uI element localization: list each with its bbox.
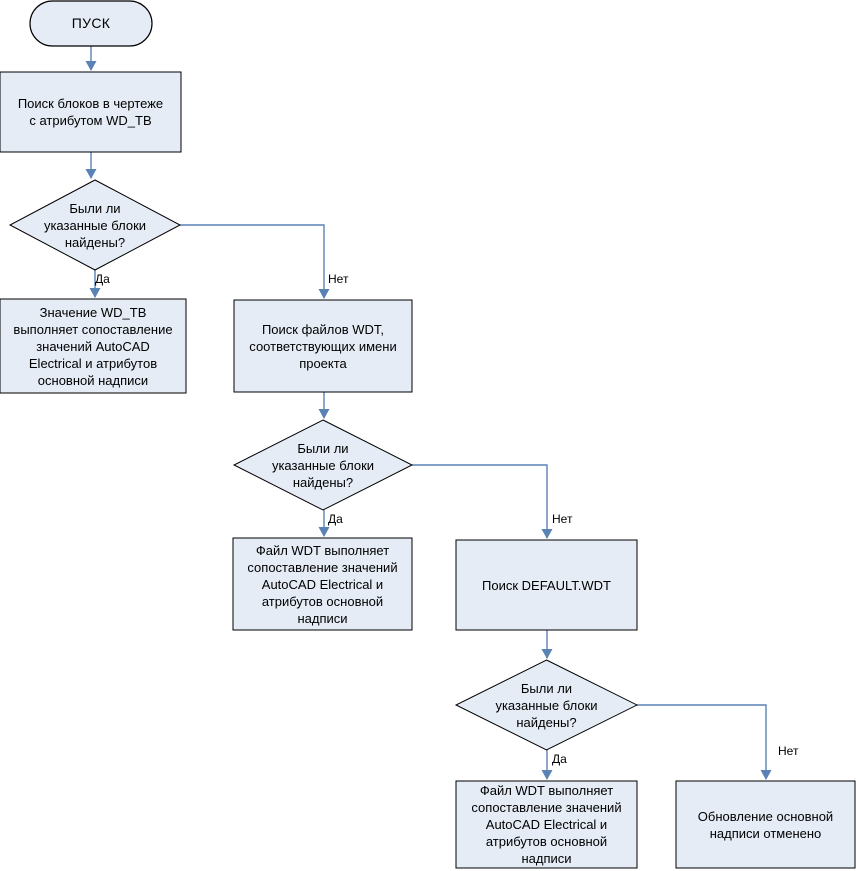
node-wdt-match-1[interactable] [232, 537, 413, 631]
connector-d3-no-edge [637, 704, 767, 779]
connector-d1-no-edge [180, 224, 325, 298]
node-decision-2[interactable] [232, 419, 414, 511]
edge-label-d2-yes: Да [328, 512, 343, 526]
arrowhead-search-to-d1 [85, 169, 97, 179]
arrowhead-d1-no-edge [318, 289, 330, 299]
arrowhead-d1-yes-edge [89, 288, 101, 298]
arrowhead-d3-no-edge [760, 770, 772, 780]
edge-label-d2-no: Нет [552, 512, 573, 526]
arrowhead-d2-no-edge [541, 529, 553, 539]
node-wdtb-match[interactable] [0, 298, 187, 394]
node-decision-1[interactable] [8, 179, 182, 271]
arrowhead-start-to-search [85, 61, 97, 71]
arrowhead-default-wdt-to-d3 [541, 649, 553, 659]
node-search-default-wdt[interactable] [455, 539, 638, 631]
connectors-group [85, 46, 772, 780]
node-decision-3[interactable] [454, 659, 639, 751]
arrowhead-d3-yes-edge [541, 770, 553, 780]
edge-label-d1-yes: Да [95, 272, 110, 286]
node-search-wdt-files[interactable] [233, 299, 413, 393]
node-start[interactable] [29, 0, 153, 47]
node-update-cancelled[interactable] [675, 780, 856, 869]
connector-d2-no-edge [412, 464, 548, 538]
edge-label-d3-no: Нет [778, 744, 799, 758]
arrowhead-wdt-files-to-d2 [318, 409, 330, 419]
arrowhead-d2-yes-edge [318, 527, 330, 537]
node-wdt-match-2[interactable] [455, 780, 638, 869]
node-search-blocks[interactable] [0, 71, 182, 153]
edge-label-d1-no: Нет [328, 272, 349, 286]
edge-label-d3-yes: Да [552, 752, 567, 766]
